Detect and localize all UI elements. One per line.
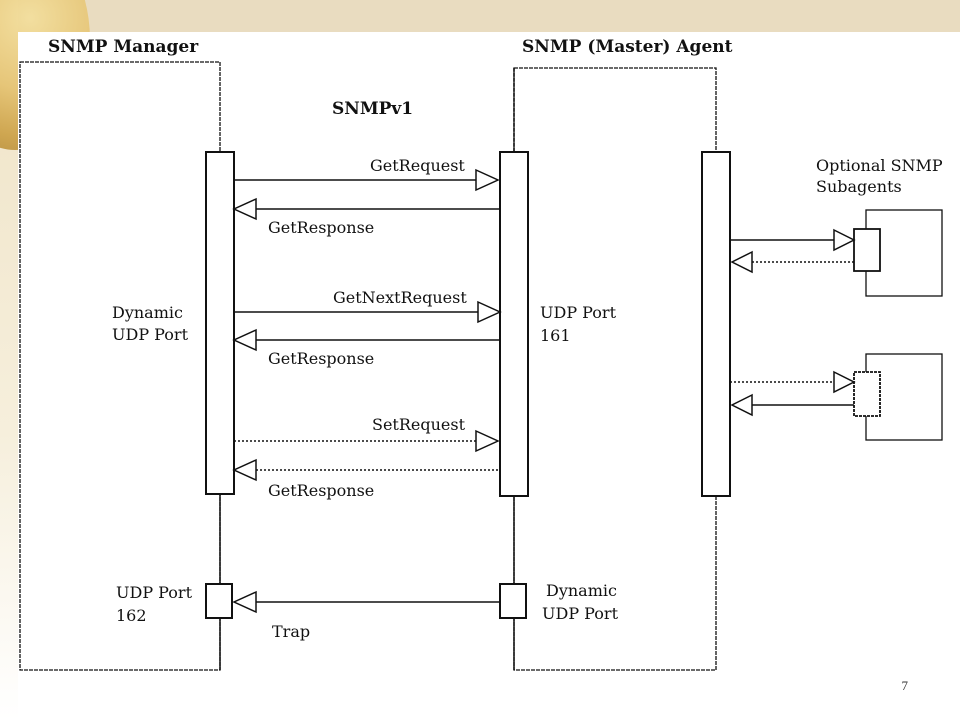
subagent-2-request-arrowhead	[833, 370, 856, 394]
trap-port-label-line2: 162	[116, 606, 147, 625]
get-response-2-arrowhead	[232, 328, 257, 352]
agent-port-bar	[499, 151, 529, 497]
get-response-3-arrowhead	[232, 458, 257, 482]
get-response-2-label: GetResponse	[268, 349, 374, 368]
subagent-2-port	[853, 371, 881, 417]
set-request-label: SetRequest	[372, 415, 466, 434]
trap-source-label-line2: UDP Port	[542, 604, 619, 623]
agent-port-label-line1: UDP Port	[540, 303, 617, 322]
subagents-label-line1: Optional SNMP	[816, 156, 943, 175]
background-top-strip	[0, 0, 960, 32]
trap-arrowhead	[232, 590, 257, 614]
trap-source-label-line1: Dynamic	[546, 581, 617, 600]
get-response-1-label: GetResponse	[268, 218, 374, 237]
subagent-2-response-arrowhead	[730, 393, 753, 417]
get-next-request-arrowhead	[477, 300, 502, 324]
get-request-label: GetRequest	[370, 156, 465, 175]
subagent-1-request-arrowhead	[833, 228, 856, 252]
subagent-port-bar	[701, 151, 731, 497]
manager-title: SNMP Manager	[48, 37, 199, 57]
manager-port-label-line2: UDP Port	[112, 325, 189, 344]
agent-title: SNMP (Master) Agent	[522, 37, 733, 57]
get-response-1-arrowhead	[232, 197, 257, 221]
get-next-request-label: GetNextRequest	[333, 288, 467, 307]
trap-label: Trap	[272, 622, 310, 641]
slide-content-area	[18, 32, 950, 708]
get-response-3-label: GetResponse	[268, 481, 374, 500]
manager-port-bar	[205, 151, 235, 495]
trap-port-label-line1: UDP Port	[116, 583, 193, 602]
agent-box	[513, 67, 717, 671]
set-request-arrowhead	[475, 429, 500, 453]
subagents-label-line2: Subagents	[816, 177, 902, 196]
agent-port-label-line2: 161	[540, 326, 571, 345]
manager-port-label-line1: Dynamic	[112, 303, 183, 322]
manager-box	[19, 61, 221, 671]
trap-dest-port	[205, 583, 233, 619]
page-number: 7	[901, 678, 909, 693]
get-request-arrowhead	[475, 168, 500, 192]
subagent-1-response-arrowhead	[730, 250, 753, 274]
trap-source-port	[499, 583, 527, 619]
subagent-1-port	[853, 228, 881, 272]
background-left-strip	[0, 0, 18, 720]
version-label: SNMPv1	[332, 99, 413, 119]
